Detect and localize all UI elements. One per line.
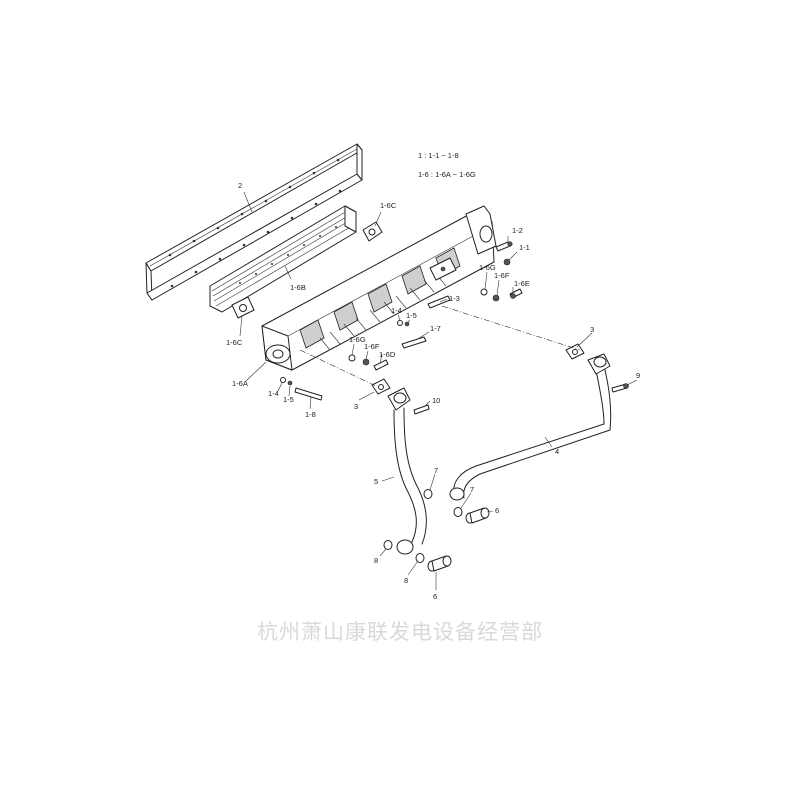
callout-labels: 2 1-6C 1-2 1-1 1-6G 1-6F 1-6E 1-3 1-6B 1… — [226, 181, 640, 601]
plug-1-1 — [503, 258, 511, 266]
bolt-1-6E — [509, 288, 523, 299]
o-ring-7-left — [423, 489, 433, 499]
label-1-6F-low: 1-6F — [364, 342, 380, 351]
ring-1-6G-top — [480, 288, 488, 296]
washer-1-4-mid — [397, 320, 403, 326]
label-1-5-low: 1-5 — [283, 395, 294, 404]
label-1-4-low: 1-4 — [268, 389, 279, 398]
gasket-bolt-holes — [168, 158, 342, 288]
label-1-4-mid: 1-4 — [391, 306, 402, 315]
label-10: 10 — [432, 396, 440, 405]
o-ring-7-right — [453, 507, 463, 517]
label-1-6G-top: 1-6G — [479, 263, 496, 272]
legend: 1 : 1-1 ~ 1-8 1-6 : 1-6A ~ 1-6G — [418, 146, 476, 184]
part-5-short-tube — [387, 387, 427, 555]
watermark-text: 杭州萧山康联发电设备经营部 — [257, 620, 543, 644]
part-3-right-gasket — [565, 343, 585, 360]
leader-lines — [239, 191, 638, 590]
plug-1-6F-low — [362, 358, 370, 366]
label-3-right: 3 — [590, 325, 594, 334]
o-ring-8-left — [383, 540, 393, 550]
label-1-2: 1-2 — [512, 226, 523, 235]
o-ring-8-mid — [415, 553, 425, 563]
label-6-low: 6 — [433, 592, 437, 601]
label-1-1: 1-1 — [519, 243, 530, 252]
part-1-housing — [261, 205, 497, 371]
part-1-6B-cooler-core — [209, 205, 357, 313]
legend-line-2: 1-6 : 1-6A ~ 1-6G — [418, 170, 476, 179]
label-1-6D: 1-6D — [379, 350, 396, 359]
bolt-1-3 — [427, 295, 451, 309]
part-4-long-tube — [449, 353, 612, 501]
label-1-6C-top: 1-6C — [380, 201, 397, 210]
bolt-1-7 — [401, 336, 427, 349]
label-1-5-mid: 1-5 — [406, 311, 417, 320]
fitting-6-right — [465, 507, 490, 524]
washer-1-5-low — [287, 380, 293, 386]
plug-1-6F-top — [492, 294, 500, 302]
label-7-left: 7 — [434, 466, 438, 475]
bolt-9 — [611, 383, 629, 393]
label-8-left: 8 — [374, 556, 378, 565]
label-1-6G-low: 1-6G — [349, 335, 366, 344]
label-1-6A: 1-6A — [232, 379, 248, 388]
label-7-right: 7 — [470, 485, 474, 494]
label-8-mid: 8 — [404, 576, 408, 585]
label-1-6F-top: 1-6F — [494, 271, 510, 280]
label-9: 9 — [636, 371, 640, 380]
fasteners — [280, 241, 523, 401]
label-1-3: 1-3 — [449, 294, 460, 303]
fitting-6-low — [427, 555, 452, 572]
washer-1-5-mid — [404, 321, 410, 327]
ring-1-6G-low — [348, 354, 356, 362]
label-1-6B: 1-6B — [290, 283, 306, 292]
washer-1-4-low — [280, 377, 286, 383]
label-1-8: 1-8 — [305, 410, 316, 419]
bolt-1-2 — [495, 241, 513, 252]
label-1-6E: 1-6E — [514, 279, 530, 288]
bolt-10 — [413, 404, 430, 415]
label-1-7: 1-7 — [430, 324, 441, 333]
label-1-6C-left: 1-6C — [226, 338, 243, 347]
part-1-6C-top-gasket — [362, 221, 383, 242]
part-2-gasket — [145, 143, 363, 301]
label-5: 5 — [374, 477, 378, 486]
bolt-1-6D — [373, 359, 389, 371]
part-1-6C-left-gasket — [231, 296, 255, 319]
label-3-left: 3 — [354, 402, 358, 411]
legend-line-1: 1 : 1-1 ~ 1-8 — [418, 151, 459, 160]
bolt-1-8 — [294, 387, 323, 401]
label-4: 4 — [555, 447, 559, 456]
part-3-left-gasket — [371, 378, 391, 395]
label-6-right: 6 — [495, 506, 499, 515]
label-2: 2 — [238, 181, 242, 190]
